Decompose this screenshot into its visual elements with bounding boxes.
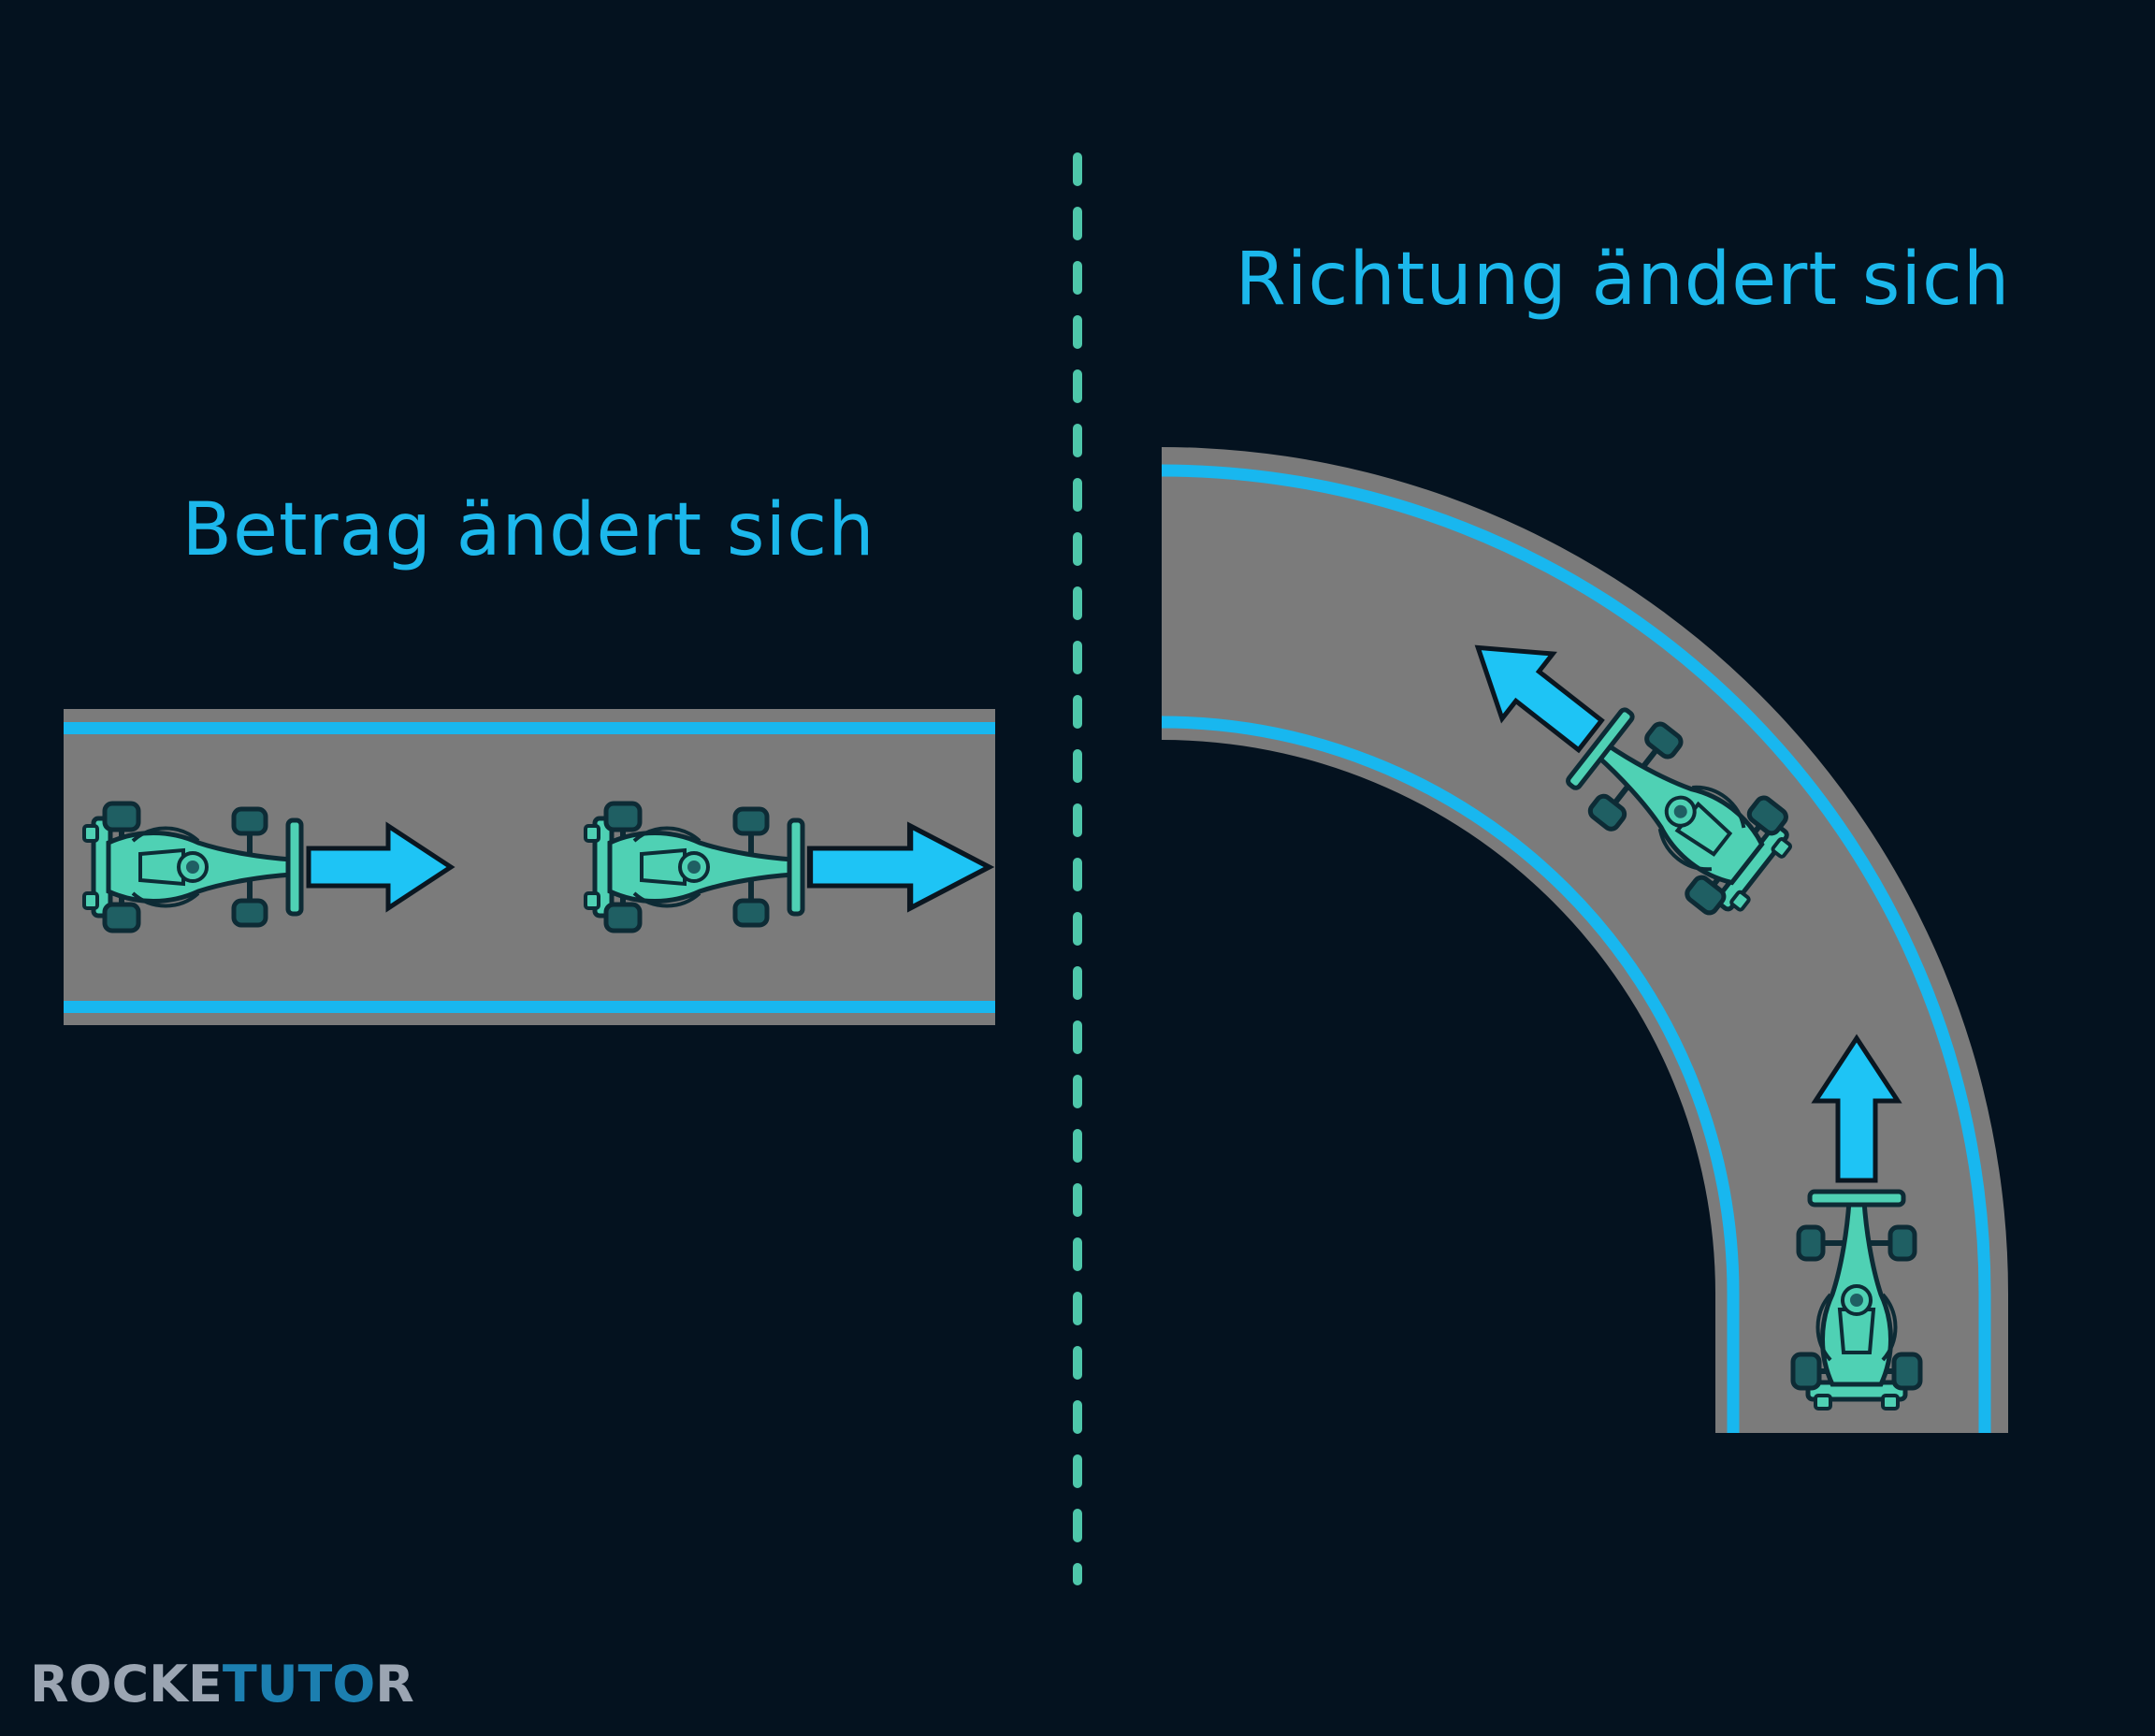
road-lane-line-top	[64, 722, 995, 734]
brand-logo-part1: ROCKE	[30, 1655, 223, 1714]
left-panel-title: Betrag ändert sich	[181, 488, 875, 572]
road-lane-line-outer	[1161, 464, 1991, 1433]
brand-logo-part2: TUTO	[223, 1655, 375, 1714]
brand-logo-part3: R	[375, 1655, 414, 1714]
right-panel-title: Richtung ändert sich	[1236, 238, 2011, 322]
curved-road	[1161, 447, 2008, 1433]
road-lane-line-bottom	[64, 1001, 995, 1013]
road-lane-line-inner	[1161, 716, 1740, 1433]
brand-logo: ROCKETUTOR	[30, 1655, 414, 1714]
